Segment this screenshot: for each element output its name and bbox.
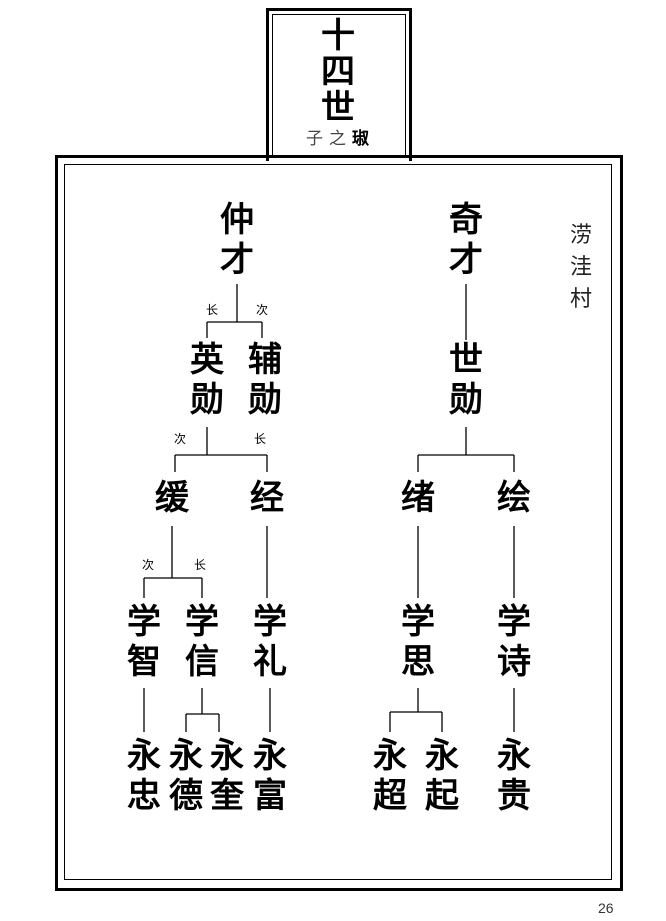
connector-shixun <box>417 427 515 472</box>
person-node: 永贵 <box>497 736 531 816</box>
order-label-eldest: 长 <box>205 303 218 317</box>
person-node: 绘 <box>497 478 531 518</box>
page-number: 26 <box>598 900 614 916</box>
subtitle-name: 琡 <box>352 129 375 149</box>
order-label-second: 次 <box>173 432 186 446</box>
order-label-second: 次 <box>141 558 154 572</box>
connector-huan <box>143 526 203 598</box>
person-node: 学诗 <box>497 602 531 682</box>
person-node: 世勋 <box>449 340 483 420</box>
person-node: 奇才 <box>449 200 483 280</box>
person-node: 英勋 <box>190 340 224 420</box>
connector-zhongcai <box>206 284 263 338</box>
generation-tab-inner-border <box>272 14 406 158</box>
tree-frame-inner <box>64 164 612 880</box>
person-node: 永奎 <box>210 736 244 816</box>
person-node: 学信 <box>185 602 219 682</box>
person-node: 绪 <box>401 478 435 518</box>
order-label-eldest: 长 <box>253 432 266 446</box>
connector-xuesi <box>389 688 443 732</box>
person-node: 学智 <box>127 602 161 682</box>
person-node: 缓 <box>155 478 189 518</box>
person-node: 永起 <box>425 736 459 816</box>
connector-yingxun <box>174 427 268 472</box>
person-node: 永超 <box>373 736 407 816</box>
person-node: 永富 <box>253 736 287 816</box>
person-node: 学礼 <box>253 602 287 682</box>
village-name: 涝洼村 <box>570 223 593 312</box>
person-node: 仲才 <box>220 200 254 280</box>
person-node: 永德 <box>169 736 203 816</box>
generation-subtitle: 子之琡 <box>306 128 375 150</box>
person-node: 辅勋 <box>248 340 282 420</box>
generation-tab-border <box>266 8 412 161</box>
connector-xuexin <box>185 688 220 732</box>
generation-title: 十四世 <box>321 16 355 128</box>
tree-frame <box>55 155 623 891</box>
person-node: 经 <box>250 478 284 518</box>
order-label-second: 次 <box>255 303 268 317</box>
person-node: 永忠 <box>127 736 161 816</box>
subtitle-text: 子之 <box>306 129 352 149</box>
order-label-eldest: 长 <box>193 558 206 572</box>
person-node: 学思 <box>401 602 435 682</box>
